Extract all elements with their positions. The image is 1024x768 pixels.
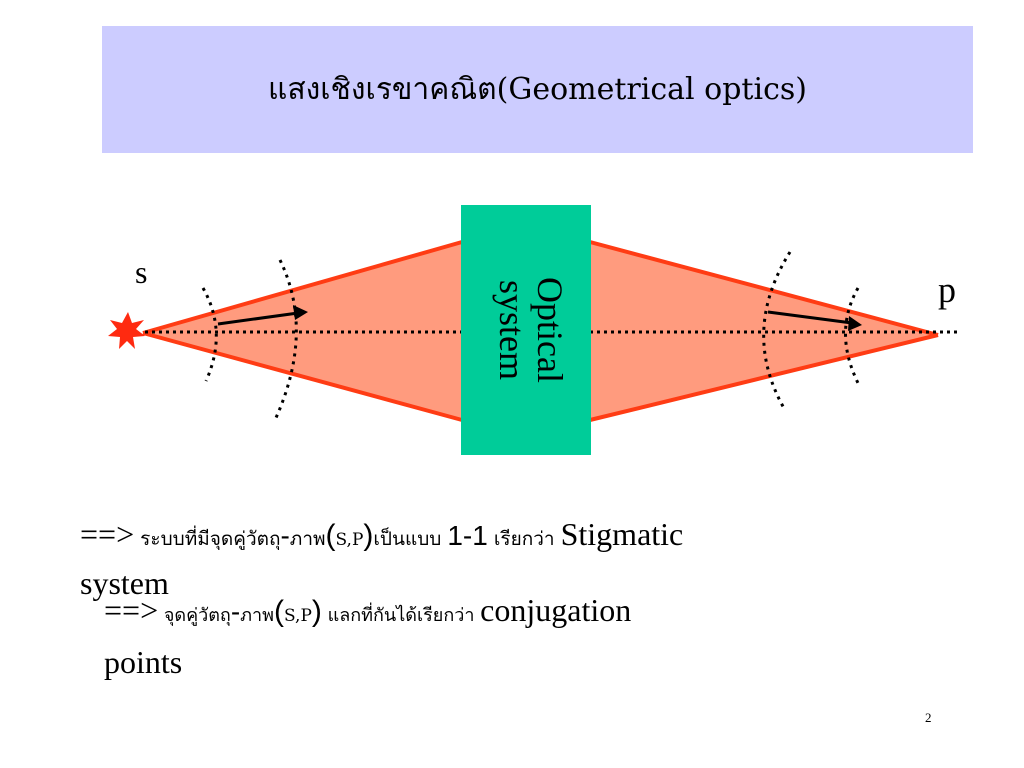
- right-cone-top-edge: [589, 240, 939, 337]
- term-stigmatic: Stigmatic: [560, 516, 684, 552]
- ray-arrow-right: [767, 310, 853, 325]
- optical-system-label-line2: system: [492, 280, 532, 380]
- right-cone-bottom-edge: [589, 333, 939, 422]
- page-number: 2: [925, 710, 932, 725]
- light-source-star: [108, 312, 145, 349]
- wavefront-left-outer: [273, 259, 298, 421]
- left-cone-top-edge: [142, 240, 463, 335]
- title-banner: แสงเชิงเรขาคณิต(Geometrical optics): [102, 26, 973, 153]
- left-cone-bottom-edge: [142, 331, 463, 422]
- statement-stigmatic-cont: system: [80, 565, 169, 601]
- left-light-cone: [143, 242, 462, 420]
- wavefront-right-outer: [762, 251, 792, 411]
- wavefront-left-inner: [201, 287, 218, 382]
- ray-arrow-right-head: [848, 316, 862, 331]
- arrow-symbol: ==>: [80, 516, 135, 552]
- ray-arrow-left-head: [293, 305, 308, 320]
- term-conjugation: conjugation: [480, 592, 632, 628]
- optical-system-label-line1: Optical: [530, 277, 570, 383]
- source-label: s: [135, 254, 147, 290]
- slide-title: แสงเชิงเรขาคณิต(Geometrical optics): [268, 72, 807, 107]
- optical-system-box: [461, 205, 591, 455]
- arrow-symbol: ==>: [104, 592, 159, 628]
- statement-conjugation: ==> จุดคู่วัตถุ-ภาพ(S,P) แลกที่กันได้เรี…: [104, 592, 632, 628]
- statement-stigmatic: ==> ระบบที่มีจุดคู่วัตถุ-ภาพ(S,P)เป็นแบบ…: [80, 516, 684, 552]
- ray-arrow-left: [217, 311, 299, 326]
- right-light-cone: [590, 242, 938, 420]
- statement-conjugation-cont: points: [104, 644, 183, 680]
- image-label: p: [938, 270, 956, 310]
- wavefront-right-inner: [844, 287, 860, 384]
